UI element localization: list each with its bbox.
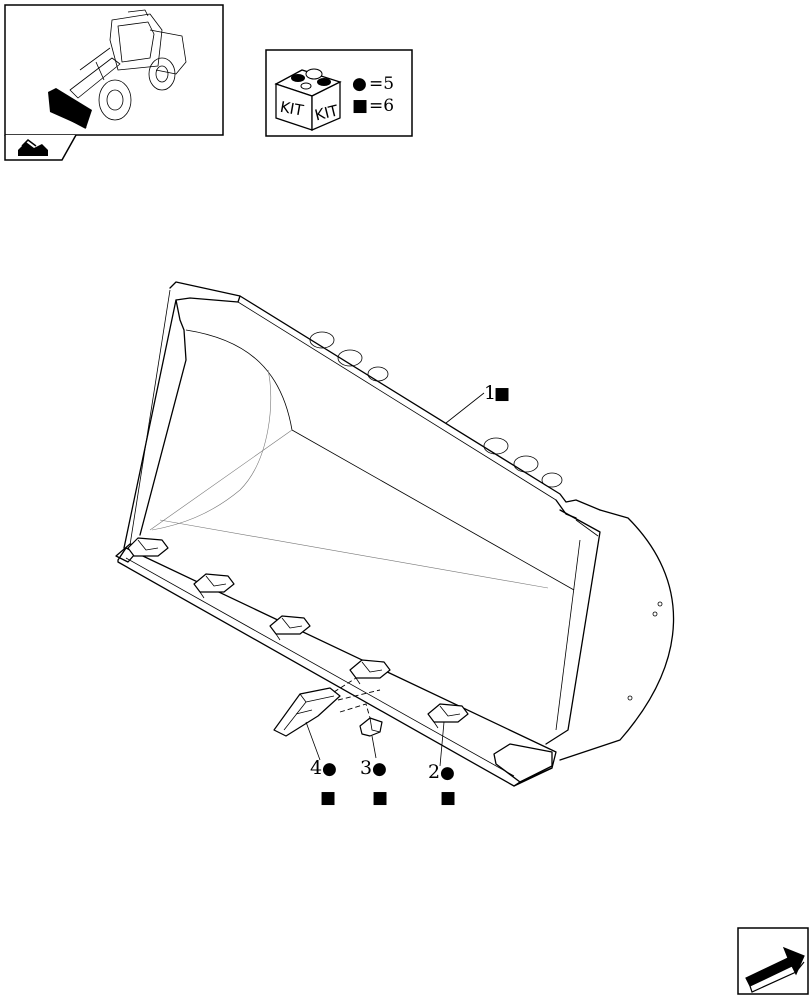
kit-box-icon bbox=[274, 68, 342, 131]
callout-3: 3 ● bbox=[360, 757, 387, 779]
callout-number: 4 bbox=[310, 757, 322, 779]
section-tab bbox=[4, 134, 77, 161]
leader-line-2 bbox=[439, 721, 445, 767]
callout-symbol: ■ bbox=[494, 384, 510, 404]
callout-number: 2 bbox=[428, 761, 440, 783]
leader-line-4 bbox=[305, 721, 321, 761]
kit-square-value: =6 bbox=[369, 96, 394, 116]
callout-4: 4 ● bbox=[310, 757, 337, 779]
kit-square-symbol: ■ bbox=[352, 96, 368, 116]
next-page-button[interactable] bbox=[737, 927, 809, 995]
loader-bucket bbox=[115, 281, 675, 787]
callout-symbol: ● bbox=[372, 759, 387, 779]
kit-circle-symbol: ● bbox=[352, 74, 367, 94]
assembly-line bbox=[339, 703, 371, 719]
tooth-adapter bbox=[269, 615, 311, 641]
loader-section-icon bbox=[18, 139, 48, 156]
callout-symbol: ● bbox=[440, 763, 455, 783]
callout-number: 3 bbox=[360, 757, 372, 779]
kit-label-right: KIT bbox=[313, 101, 341, 124]
machine-thumbnail bbox=[4, 4, 224, 136]
callout-2: 2 ● bbox=[428, 761, 455, 783]
callout-number: 1 bbox=[484, 382, 496, 404]
tooth-adapter bbox=[193, 573, 235, 599]
tooth-adapter bbox=[349, 659, 391, 685]
leader-line-1 bbox=[445, 392, 485, 424]
exploded-pin bbox=[359, 717, 383, 737]
tooth-adapter bbox=[427, 703, 469, 729]
assembly-line bbox=[337, 689, 381, 701]
arrow-icon bbox=[745, 946, 805, 993]
kit-label-left: KIT bbox=[279, 98, 306, 120]
callout-1: 1 ■ bbox=[484, 382, 510, 404]
leader-line-3 bbox=[371, 735, 377, 759]
callout-symbol: ● bbox=[322, 759, 337, 779]
kit-marker: ■ bbox=[320, 788, 336, 808]
tooth-adapter bbox=[127, 537, 169, 557]
assembly-line bbox=[333, 677, 357, 693]
tooth-adapters bbox=[127, 537, 469, 729]
exploded-tooth bbox=[273, 687, 341, 737]
kit-marker: ■ bbox=[440, 788, 456, 808]
kit-marker: ■ bbox=[372, 788, 388, 808]
kit-legend: KIT KIT ● =5 ■ =6 bbox=[265, 49, 413, 137]
kit-circle-value: =5 bbox=[369, 74, 394, 94]
